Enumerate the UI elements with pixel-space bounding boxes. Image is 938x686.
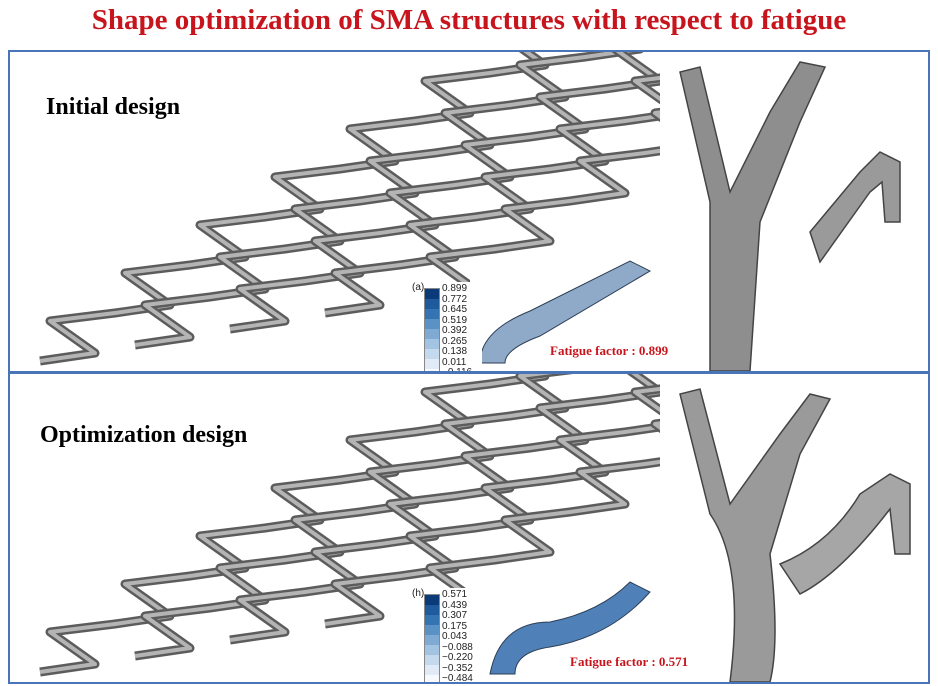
y-strut-arm bbox=[809, 151, 901, 264]
legend-swatch bbox=[425, 349, 439, 359]
stent-illustration bbox=[39, 52, 928, 371]
legend-swatch bbox=[425, 635, 439, 645]
y-strut-body bbox=[679, 61, 827, 371]
fatigue-mesh-detail bbox=[489, 581, 651, 675]
legend-value: 0.645 bbox=[442, 304, 468, 315]
legend-swatch bbox=[425, 339, 439, 349]
legend-swatch bbox=[425, 625, 439, 635]
legend-swatch bbox=[425, 359, 439, 369]
legend-swatch bbox=[425, 605, 439, 615]
legend-swatch bbox=[425, 369, 439, 371]
legend-swatch bbox=[425, 309, 439, 319]
legend-value: 0.138 bbox=[442, 346, 468, 357]
fatigue-factor-label: Fatigue factor : 0.571 bbox=[570, 654, 689, 669]
legend-value: 0.899 bbox=[442, 283, 468, 294]
y-strut-arm bbox=[778, 473, 911, 595]
figure-title: Shape optimization of SMA structures wit… bbox=[91, 4, 847, 36]
legend-value: 0.011 bbox=[442, 356, 467, 368]
y-strut-body bbox=[679, 388, 832, 682]
legend-value: 0.265 bbox=[442, 335, 468, 347]
legend-value: 0.519 bbox=[442, 314, 468, 326]
legend-value: −0.220 bbox=[442, 652, 473, 663]
legend-swatch bbox=[425, 319, 439, 329]
legend-value: 0.439 bbox=[442, 599, 468, 611]
color-scale bbox=[424, 288, 440, 371]
legend-value: 0.772 bbox=[442, 293, 468, 305]
legend-value: −0.352 bbox=[442, 662, 473, 674]
legend-swatch bbox=[425, 289, 439, 299]
color-scale bbox=[424, 594, 440, 682]
legend-value: −0.484 bbox=[442, 673, 473, 682]
legend-value: 0.043 bbox=[442, 631, 468, 642]
figure-frame bbox=[8, 50, 930, 684]
legend-value: 0.307 bbox=[442, 610, 468, 621]
legend-swatch bbox=[425, 329, 439, 339]
legend-tag: (a) bbox=[412, 282, 425, 293]
panel-label: Optimization design bbox=[40, 422, 248, 448]
panel-divider bbox=[8, 371, 930, 374]
legend-swatch bbox=[425, 595, 439, 605]
panel-label: Initial design bbox=[46, 94, 181, 120]
legend-swatch bbox=[425, 665, 439, 675]
legend-swatch bbox=[425, 655, 439, 665]
legend-tag: (h) bbox=[412, 588, 425, 599]
legend-swatch bbox=[425, 615, 439, 625]
legend-swatch bbox=[425, 675, 439, 682]
legend-value: 0.175 bbox=[442, 620, 468, 632]
legend-value: −0.116 bbox=[442, 367, 472, 371]
fatigue-mesh-detail bbox=[479, 260, 652, 364]
legend-value: −0.088 bbox=[442, 641, 473, 653]
legend-swatch bbox=[425, 645, 439, 655]
fatigue-factor-label: Fatigue factor : 0.899 bbox=[550, 343, 669, 358]
legend-swatch bbox=[425, 299, 439, 309]
stent-illustration bbox=[39, 374, 928, 682]
legend-value: 0.571 bbox=[442, 589, 468, 600]
legend-value: 0.392 bbox=[442, 325, 468, 336]
